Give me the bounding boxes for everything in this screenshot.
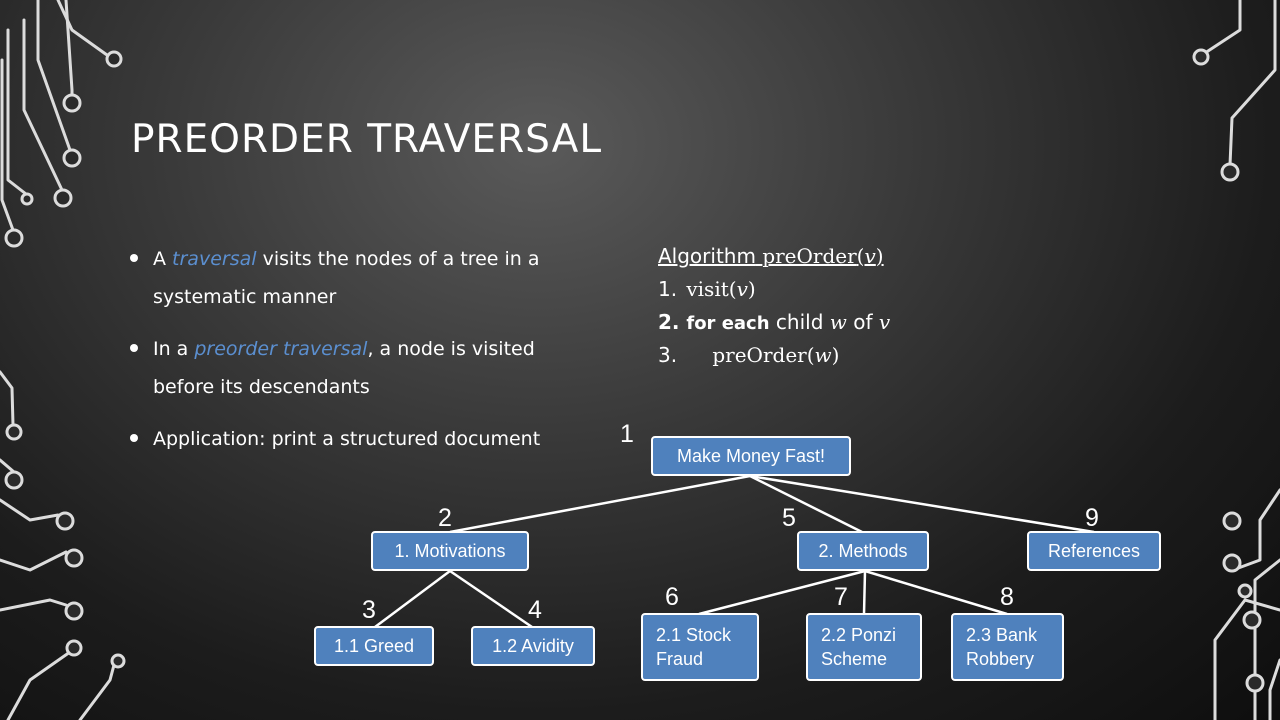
tree-edge [862, 570, 867, 615]
bullet-item: In a preorder traversal, a node is visit… [130, 330, 590, 406]
tree-node-references: References [1027, 531, 1161, 571]
tree-node-ponzi-scheme: 2.2 Ponzi Scheme [806, 613, 922, 681]
tree-edge [449, 474, 751, 534]
step-function: preOrder [712, 343, 807, 367]
algorithm-heading: Algorithm preOrder(v) [658, 244, 884, 268]
step-keyword: for each [686, 313, 770, 334]
tree-node-methods: 2. Methods [797, 531, 929, 571]
step-variable: v [878, 310, 891, 334]
algorithm-function: preOrder [762, 244, 857, 268]
algorithm-block: Algorithm preOrder(v) 1. visit(v) 2. for… [658, 240, 890, 372]
bullet-emphasis: traversal [172, 248, 257, 270]
bullet-item: Application: print a structured document [130, 420, 590, 458]
tree-edge [864, 569, 1008, 616]
step-text: child [769, 310, 830, 334]
step-variable: v [736, 277, 748, 301]
tree-node-stock-fraud: 2.1 Stock Fraud [641, 613, 759, 681]
step-variable: w [814, 343, 832, 367]
order-label-ponzi: 7 [834, 583, 848, 611]
step-text: of [846, 310, 879, 334]
order-label-references: 9 [1085, 504, 1099, 532]
slide-title: PREORDER TRAVERSAL [131, 117, 603, 162]
bullet-item: A traversal visits the nodes of a tree i… [130, 240, 590, 316]
algorithm-step: 2. for each child w of v [658, 306, 890, 339]
tree-node-root: Make Money Fast! [651, 436, 851, 476]
order-label-stock-fraud: 6 [665, 583, 679, 611]
step-number: 2. [658, 310, 680, 334]
order-label-motivations: 2 [438, 504, 452, 532]
bullet-text: In a [153, 338, 195, 360]
step-number: 1. [658, 277, 678, 301]
algorithm-step: 3. preOrder(w) [658, 339, 890, 372]
bullet-text: , a node is visited before its descendan… [153, 338, 535, 398]
algorithm-keyword: Algorithm [658, 244, 756, 268]
step-function: visit [686, 277, 729, 301]
algorithm-step: 1. visit(v) [658, 273, 890, 306]
tree-node-greed: 1.1 Greed [314, 626, 434, 666]
tree-edge [374, 569, 451, 629]
bullet-list: A traversal visits the nodes of a tree i… [130, 240, 590, 472]
tree-edge [749, 474, 1095, 534]
bullet-text: visits the nodes of a tree in a systemat… [153, 248, 540, 308]
tree-node-motivations: 1. Motivations [371, 531, 529, 571]
order-label-bank: 8 [1000, 583, 1014, 611]
algorithm-variable: v [864, 244, 876, 268]
tree-node-avidity: 1.2 Avidity [471, 626, 595, 666]
order-label-methods: 5 [782, 504, 796, 532]
step-number: 3. [658, 343, 678, 367]
bullet-text: Application: print a structured document [153, 428, 541, 450]
order-label-greed: 3 [362, 596, 376, 624]
order-label-root: 1 [620, 420, 634, 448]
step-variable: w [829, 310, 847, 334]
tree-edge [449, 569, 533, 629]
bullet-text: A [153, 248, 173, 270]
tree-edge [749, 474, 863, 534]
tree-edge [698, 569, 866, 616]
bullet-emphasis: preorder traversal [194, 338, 368, 360]
order-label-avidity: 4 [528, 596, 542, 624]
tree-node-bank-robbery: 2.3 Bank Robbery [951, 613, 1064, 681]
